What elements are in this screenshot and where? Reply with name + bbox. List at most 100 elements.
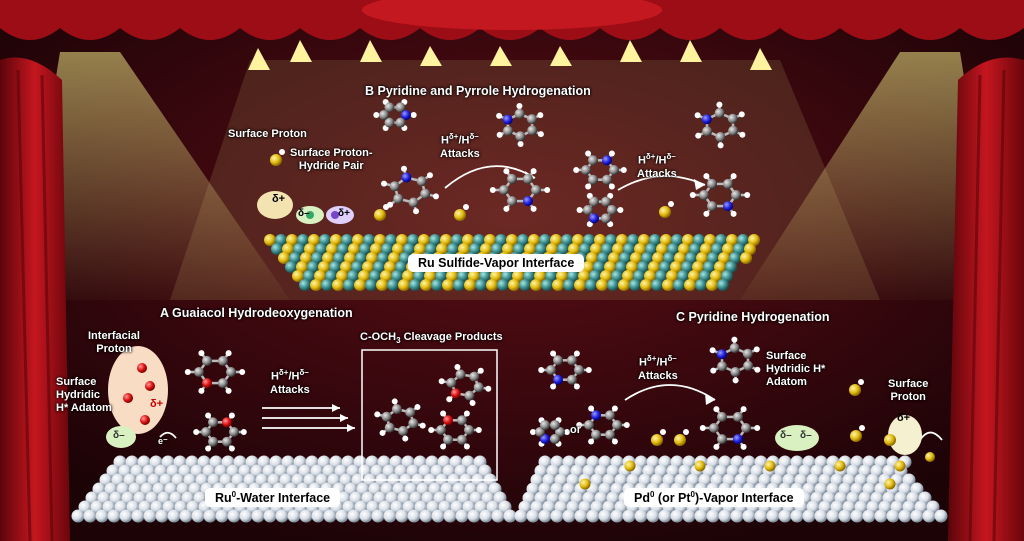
slab-atom — [468, 270, 480, 282]
hydrogen-atom — [517, 141, 524, 148]
hydrogen-atom — [537, 112, 544, 119]
ring-atom — [607, 205, 617, 215]
hydrogen-atom — [198, 350, 205, 357]
hydrogen-atom — [413, 208, 420, 215]
slab-atom — [462, 234, 474, 246]
slab-atom — [640, 279, 652, 291]
slab-atom — [362, 261, 374, 273]
pd-vapor-interface-label: Pd0 (or Pt0)-Vapor Interface — [624, 488, 804, 508]
hydrogen-atom — [530, 205, 537, 212]
slab-atom — [455, 509, 469, 523]
hydrogen-atom — [709, 347, 716, 354]
slab-atom — [347, 270, 359, 282]
hydride-attack-formula: Hδ+/Hδ– — [638, 354, 677, 369]
hydrogen-atom — [419, 422, 426, 429]
ring-atom — [601, 213, 611, 224]
hydrogen-atom — [738, 111, 745, 118]
slab-atom — [296, 261, 308, 273]
slab-atom — [332, 279, 344, 291]
slab-atom — [321, 279, 333, 291]
slab-atom — [352, 234, 364, 246]
slab-atom — [278, 252, 290, 264]
ring-atom — [202, 378, 212, 389]
hydrogen-atom — [730, 210, 737, 217]
slab-atom — [340, 261, 352, 273]
ring-atom — [450, 388, 461, 399]
slab-atom — [585, 279, 597, 291]
ring-atom — [535, 427, 545, 437]
slab-atom — [392, 243, 404, 255]
slab-atom — [644, 270, 656, 282]
panel-b-surface-proton-label: Surface Proton — [228, 128, 307, 140]
slab-atom — [574, 509, 588, 523]
ring-atom — [567, 374, 577, 385]
slab-atom — [388, 252, 400, 264]
slab-atom — [695, 279, 707, 291]
slab-atom — [722, 243, 734, 255]
slab-atom — [562, 509, 576, 523]
slab-atom — [506, 234, 518, 246]
slab-atom — [656, 243, 668, 255]
panel-b-attack-label-2: Hδ+/Hδ– Attacks — [637, 150, 677, 181]
slab-atom — [579, 243, 591, 255]
ring-atom — [574, 365, 584, 375]
slab-atom — [380, 270, 392, 282]
surface-proton-label-c: Surface Proton — [888, 378, 928, 404]
hydrogen-atom — [660, 429, 666, 435]
ring-atom — [194, 367, 204, 377]
proton-c-line2: Proton — [890, 391, 926, 403]
hydrogen-atom — [279, 149, 285, 155]
hydrogen-atom — [193, 429, 200, 435]
slab-atom — [479, 270, 491, 282]
hydrogen-atom — [617, 207, 624, 213]
ring-atom — [707, 178, 717, 189]
slab-atom — [425, 243, 437, 255]
slab-atom — [475, 279, 487, 291]
slab-atom — [457, 270, 469, 282]
slab-atom — [704, 234, 716, 246]
ring-atom — [218, 355, 228, 366]
ring-atom — [420, 188, 431, 199]
ring-atom — [401, 110, 411, 120]
ring-atom — [612, 420, 622, 430]
hydride-attack-formula: Hδ+/Hδ– — [440, 132, 479, 147]
ring-atom — [589, 196, 599, 207]
ring-atom — [473, 382, 484, 393]
slab-atom — [289, 252, 301, 264]
slab-atom — [627, 234, 639, 246]
slab-atom — [619, 252, 631, 264]
ring-atom — [379, 110, 389, 120]
panel-b-title: B Pyridine and Pyrrole Hydrogenation — [365, 84, 591, 98]
hydrogen-atom — [710, 367, 717, 374]
panel-a-title: A Guaiacol Hydrodeoxygenation — [160, 306, 353, 320]
hydrogen-atom — [620, 167, 627, 173]
slab-atom — [299, 509, 313, 523]
slab-atom — [684, 279, 696, 291]
hydridic-a-line1: Surface — [56, 376, 97, 388]
ring-atom — [731, 190, 741, 200]
hydridic-adatom-label-a: Surface Hydridic H* Adatom — [56, 376, 112, 415]
hydrogen-atom — [739, 131, 746, 138]
ring-atom — [714, 108, 725, 119]
hydrogen-atom — [496, 112, 503, 119]
slab-atom — [517, 234, 529, 246]
ring-atom — [443, 434, 453, 445]
slab-atom — [790, 509, 804, 523]
slab-atom — [303, 270, 315, 282]
slab-atom — [597, 252, 609, 264]
slab-atom — [663, 252, 675, 264]
ring-atom — [702, 126, 713, 137]
slab-atom — [326, 243, 338, 255]
slab-atom — [453, 279, 465, 291]
slab-atom — [325, 270, 337, 282]
hydrogen-atom — [538, 367, 545, 373]
ring-atom — [398, 425, 409, 436]
ring-atom — [733, 434, 743, 445]
slab-atom — [311, 509, 325, 523]
panel-c-attack-label: Hδ+/Hδ– Attacks — [638, 352, 678, 383]
slab-atom — [652, 252, 664, 264]
slab-atom — [586, 252, 598, 264]
slab-atom — [729, 252, 741, 264]
slab-atom — [630, 252, 642, 264]
slab-atom — [604, 261, 616, 273]
